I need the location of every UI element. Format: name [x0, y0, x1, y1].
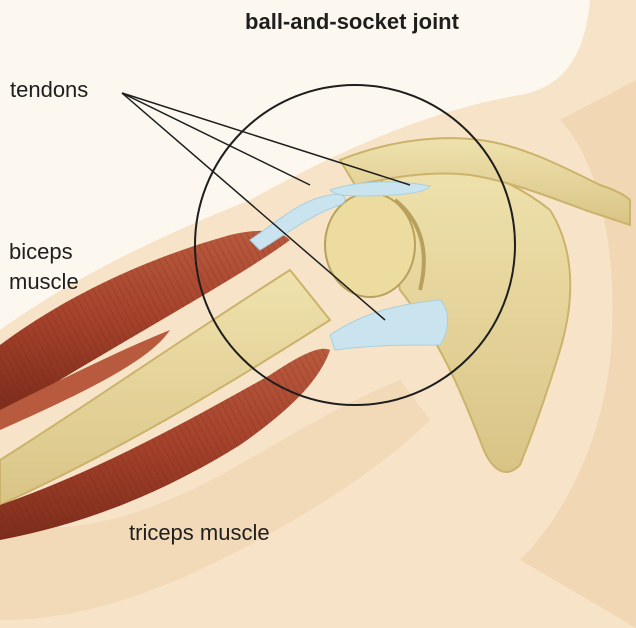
label-tendons: tendons — [10, 77, 88, 103]
diagram-title: ball-and-socket joint — [0, 9, 636, 35]
label-biceps-line1: biceps — [9, 237, 79, 267]
humeral-head — [325, 193, 415, 297]
leader-line-1 — [122, 93, 310, 185]
label-biceps-muscle: biceps muscle — [9, 237, 79, 297]
label-triceps-muscle: triceps muscle — [129, 520, 270, 546]
label-biceps-line2: muscle — [9, 267, 79, 297]
leader-line-2 — [122, 93, 410, 185]
